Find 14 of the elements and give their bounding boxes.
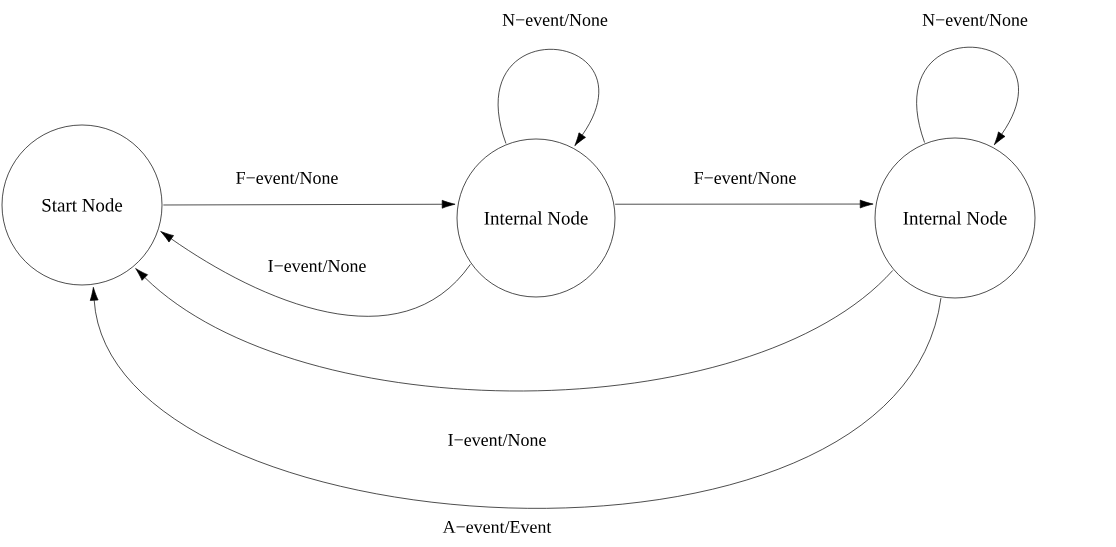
edge-label: N−event/None (921, 13, 1029, 27)
arrow (163, 199, 456, 209)
edge-label: N−event/None (501, 13, 609, 27)
edge-label: A−event/Event (441, 520, 553, 534)
arrow (498, 49, 600, 146)
arrow (916, 46, 1019, 146)
edge-label: F−event/None (692, 171, 798, 185)
edge-label: I−event/None (266, 259, 368, 273)
arrow (135, 268, 894, 392)
edge-label: F−event/None (234, 171, 340, 185)
arrow (160, 231, 471, 317)
edge-label: I−event/None (446, 433, 548, 447)
arrow (89, 287, 942, 509)
arrow (614, 199, 874, 209)
